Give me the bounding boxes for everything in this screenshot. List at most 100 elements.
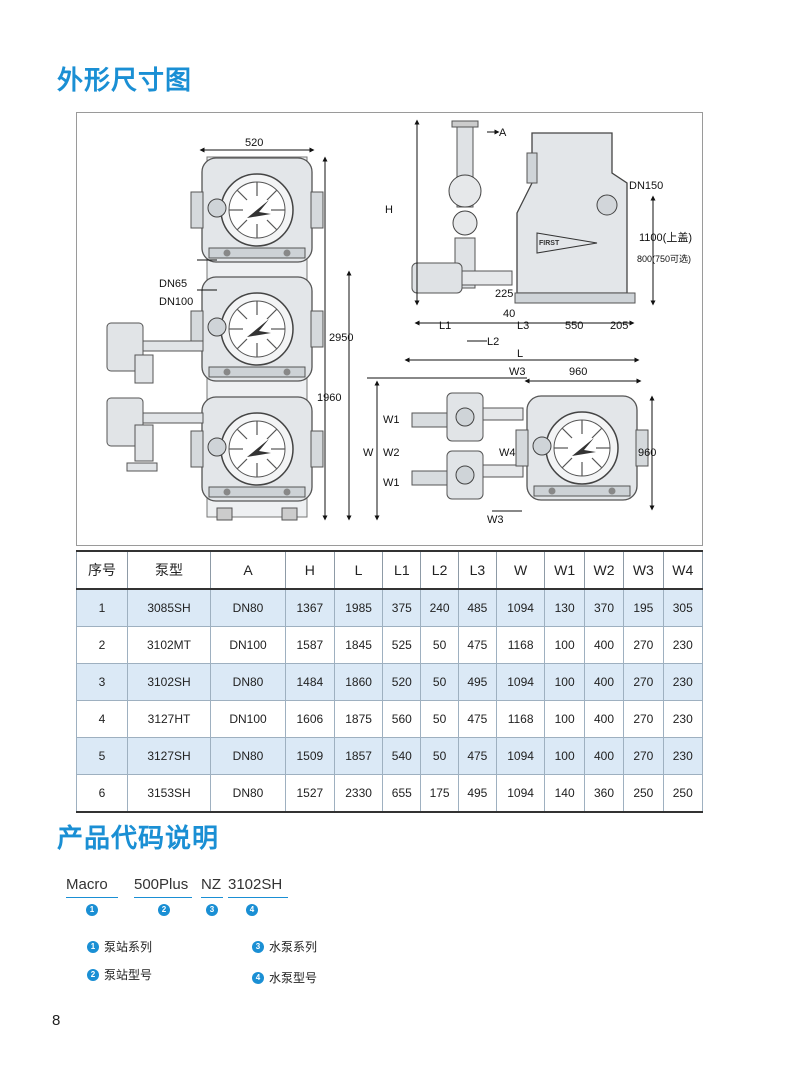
legend-text: 泵站系列 [104,940,153,954]
label-l3: L3 [517,320,529,332]
table-cell: 1606 [285,700,335,738]
table-cell: 230 [662,737,704,775]
table-cell: 1 [76,588,128,627]
header-cell: W3 [623,550,664,590]
label-l2: L2 [487,336,499,348]
code-number-badge: 4 [246,904,258,916]
table-cell: 1168 [495,626,546,664]
label-l1: L1 [439,320,451,332]
table-cell: 485 [457,588,497,627]
table-cell: 270 [623,737,664,775]
header-cell: W [495,550,546,590]
table-cell: 50 [420,626,459,664]
label-205: 205 [610,320,628,332]
table-cell: 195 [623,588,664,627]
table-cell: DN80 [210,663,286,701]
table-cell: DN80 [210,588,286,627]
label-w: W [363,447,374,459]
table-cell: 1587 [285,626,335,664]
table-cell: 270 [623,700,664,738]
table-cell: 475 [457,700,497,738]
legend-item: 3 水泵系列 [252,938,317,955]
code-underline [134,897,192,898]
legend-item: 2 泵站型号 [87,966,152,983]
code-number-badge: 1 [86,904,98,916]
label-960-v: 960 [638,447,656,459]
label-1100: 1100(上盖) [639,230,692,244]
code-underline [66,897,118,898]
table-cell: 1509 [285,737,335,775]
table-cell: 1860 [333,663,384,701]
code-number-badge: 2 [158,904,170,916]
table-cell: DN100 [210,626,286,664]
table-cell: 230 [662,626,704,664]
side-view-drawing: FIRST [411,120,636,304]
label-w1-bottom: W1 [383,477,400,489]
table-cell: 175 [420,774,459,813]
header-cell: W1 [544,550,585,590]
table-cell: 400 [583,663,625,701]
legend-number-badge: 2 [87,968,99,981]
label-w3-top: W3 [509,366,526,378]
table-cell: 1484 [285,663,335,701]
svg-text:FIRST: FIRST [539,240,560,247]
legend-text: 泵站型号 [104,968,153,982]
table-cell: 3085SH [127,588,211,627]
table-cell: 2 [76,626,128,664]
legend-item: 1 泵站系列 [87,938,152,955]
label-h: H [385,204,393,216]
table-cell: 3102MT [127,626,211,664]
table-cell: 1367 [285,588,335,627]
table-cell: 400 [583,700,625,738]
table-cell: 100 [544,700,585,738]
table-cell: 230 [662,700,704,738]
label-1960: 1960 [317,392,341,404]
table-cell: 525 [382,626,422,664]
table-cell: 1094 [495,737,546,775]
label-a: A [499,127,507,139]
table-cell: 5 [76,737,128,775]
table-header-row: 序号 泵型 A H L L1 L2 L3 W W1 W2 W3 W4 [76,550,704,590]
table-cell: 475 [457,626,497,664]
label-520: 520 [245,137,263,149]
table-cell: 1875 [333,700,384,738]
table-cell: 305 [662,588,704,627]
code-underline [201,897,223,898]
label-w3-bottom: W3 [487,514,504,526]
label-960-h: 960 [569,366,587,378]
table-cell: 400 [583,626,625,664]
table-cell: 1094 [495,774,546,813]
table-cell: 270 [623,663,664,701]
header-cell: W2 [583,550,625,590]
header-cell: H [285,550,335,590]
table-cell: 50 [420,700,459,738]
table-cell: 4 [76,700,128,738]
label-w4: W4 [499,447,516,459]
table-cell: 140 [544,774,585,813]
table-cell: 360 [583,774,625,813]
table-cell: 495 [457,774,497,813]
code-part-3102sh: 3102SH [228,876,283,893]
table-cell: 400 [583,737,625,775]
dimension-drawing: 520 DN65 DN100 2950 1960 FIRST A H [76,112,703,546]
table-cell: 250 [623,774,664,813]
label-w2: W2 [383,447,400,459]
label-800: 800(750可选) [637,253,691,264]
legend-text: 水泵系列 [269,940,318,954]
code-underline [228,897,288,898]
section-title-product-code: 产品代码说明 [57,824,220,854]
label-225: 225 [495,288,513,300]
table-cell: 2330 [333,774,384,813]
table-cell: 520 [382,663,422,701]
table-cell: 1527 [285,774,335,813]
table-cell: DN100 [210,700,286,738]
section-title-dimensions: 外形尺寸图 [57,66,193,96]
table-cell: 250 [662,774,704,813]
table-cell: 50 [420,663,459,701]
header-cell: 序号 [76,550,128,590]
